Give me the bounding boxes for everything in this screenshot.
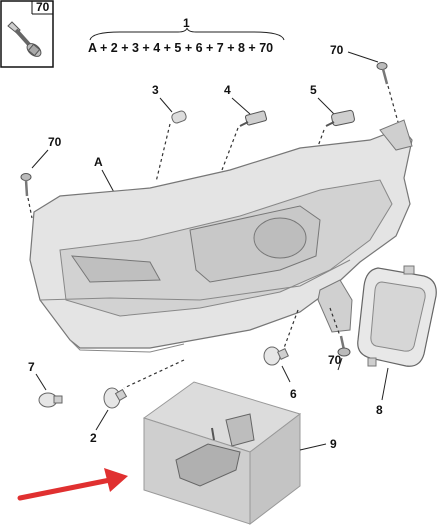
bulb-6-label: 6 <box>290 387 297 401</box>
headlamp-housing <box>29 119 413 353</box>
inset-screw-label: 70 <box>36 0 50 14</box>
bulb-4-label: 4 <box>224 83 231 97</box>
left-screw: 70 <box>20 135 62 219</box>
bulb-7-label: 7 <box>28 360 35 374</box>
box-side <box>249 412 301 526</box>
bulb-icon <box>38 392 63 408</box>
screw-icon <box>7 21 42 57</box>
bulb-4: 4 <box>221 83 268 171</box>
housing-projector <box>253 217 307 259</box>
box-9-label: 9 <box>330 437 337 451</box>
screw-icon <box>376 62 389 85</box>
bulb-2-label: 2 <box>90 431 97 445</box>
cover-8-label: 8 <box>376 403 383 417</box>
bulb-7: 7 <box>28 360 63 408</box>
screw-icon <box>337 335 351 357</box>
bulb-icon <box>171 110 187 124</box>
formula-brace <box>89 27 285 41</box>
left-screw-label: 70 <box>48 135 62 149</box>
formula-group: 1 A + 2 + 3 + 4 + 5 + 6 + 7 + 8 + 70 <box>88 16 285 55</box>
housing-edge <box>39 259 351 301</box>
bracket-icon <box>175 413 255 487</box>
red-arrow-icon <box>17 468 128 501</box>
formula-text: A + 2 + 3 + 4 + 5 + 6 + 7 + 8 + 70 <box>88 41 273 55</box>
bulb-6: 6 <box>263 309 299 401</box>
bulb-2: 2 <box>90 359 185 445</box>
housing-lower-edge <box>69 339 185 353</box>
bottom-screw-label: 70 <box>328 353 342 367</box>
repair-kit-box: 9 <box>142 381 337 526</box>
housing-drl-strip <box>70 255 161 283</box>
top-right-screw-label: 70 <box>330 43 344 57</box>
housing-label: A <box>94 155 103 169</box>
bottom-screw: 70 <box>328 307 351 371</box>
bulb-icon <box>239 110 268 127</box>
bulb-5-label: 5 <box>310 83 317 97</box>
bulb-icon <box>325 109 355 127</box>
bulb-3: 3 <box>152 83 187 183</box>
top-right-screw: 70 <box>330 43 399 123</box>
screw-icon <box>20 173 32 197</box>
cover-inner <box>370 281 426 352</box>
housing-callout: A <box>94 155 117 197</box>
housing-mount-tab <box>317 279 353 333</box>
bulb-3-label: 3 <box>152 83 159 97</box>
cover-8: 8 <box>357 265 437 417</box>
housing-top-bracket <box>379 119 413 151</box>
bulb-icon <box>103 387 128 409</box>
formula-number: 1 <box>183 16 190 30</box>
inset-screw-box: 70 <box>0 0 54 68</box>
bulb-icon <box>263 346 289 366</box>
bulb-5: 5 <box>309 83 355 169</box>
